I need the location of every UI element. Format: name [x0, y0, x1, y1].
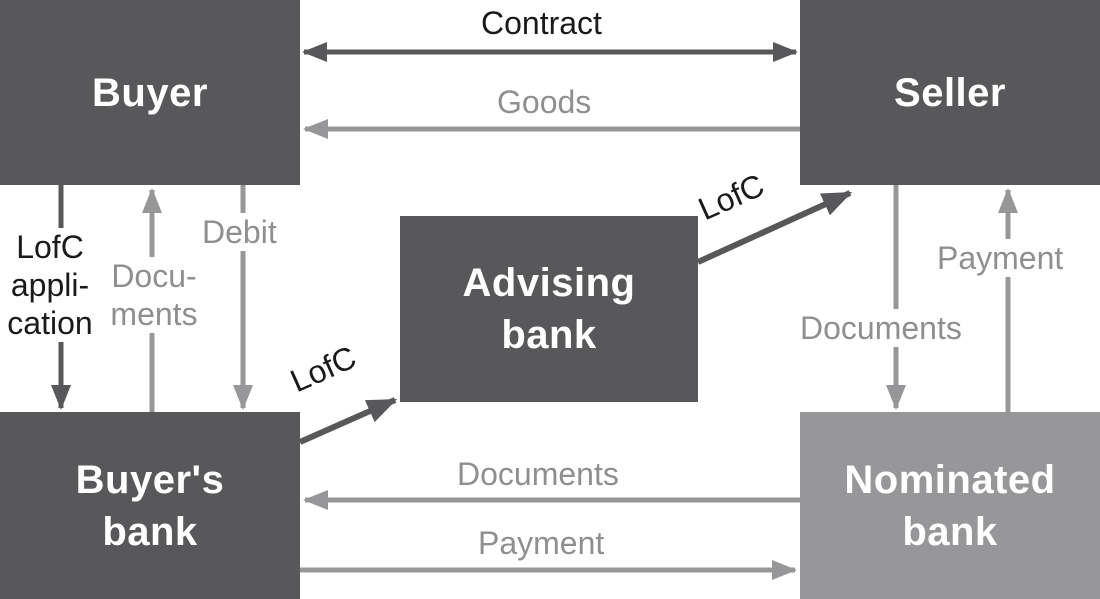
- buyers-bank-box: Buyer's bank: [0, 412, 300, 599]
- lofc-application-line1: LofC: [16, 229, 84, 265]
- lofc-application-line3: cation: [7, 305, 93, 341]
- buyer-documents-label: Docu- ments: [104, 257, 204, 333]
- buyer-box: Buyer: [0, 0, 300, 185]
- buyers-bank-label-line1: Buyer's: [75, 457, 225, 502]
- contract-label: Contract: [481, 5, 602, 41]
- bank-payment-label: Payment: [478, 525, 605, 561]
- lofc-to-seller-arrow: [696, 190, 853, 265]
- buyer-label: Buyer: [92, 70, 208, 115]
- advising-bank-label-line2: bank: [501, 313, 597, 357]
- bank-documents-label: Documents: [457, 456, 619, 492]
- advising-bank-label-line1: Advising: [462, 261, 636, 305]
- buyers-bank-label-line2: bank: [102, 509, 198, 554]
- nominated-bank-box: Nominated bank: [800, 412, 1100, 599]
- nominated-bank-label-line2: bank: [902, 509, 998, 554]
- lofc-to-advising-arrow: [298, 397, 398, 445]
- seller-payment-label: Payment: [935, 239, 1066, 277]
- lofc-application-line2: appli-: [10, 267, 90, 303]
- advising-bank-box: Advising bank: [400, 216, 698, 402]
- buyer-documents-line1: Docu-: [111, 258, 197, 294]
- nominated-bank-label-line1: Nominated: [844, 457, 1056, 502]
- lofc-application-label: LofC appli- cation: [0, 228, 100, 342]
- debit-label: Debit: [200, 213, 279, 251]
- seller-box: Seller: [800, 0, 1100, 185]
- buyer-documents-line2: ments: [110, 296, 198, 332]
- seller-label: Seller: [894, 70, 1006, 115]
- goods-label: Goods: [497, 84, 592, 120]
- seller-documents-label: Documents: [798, 309, 964, 347]
